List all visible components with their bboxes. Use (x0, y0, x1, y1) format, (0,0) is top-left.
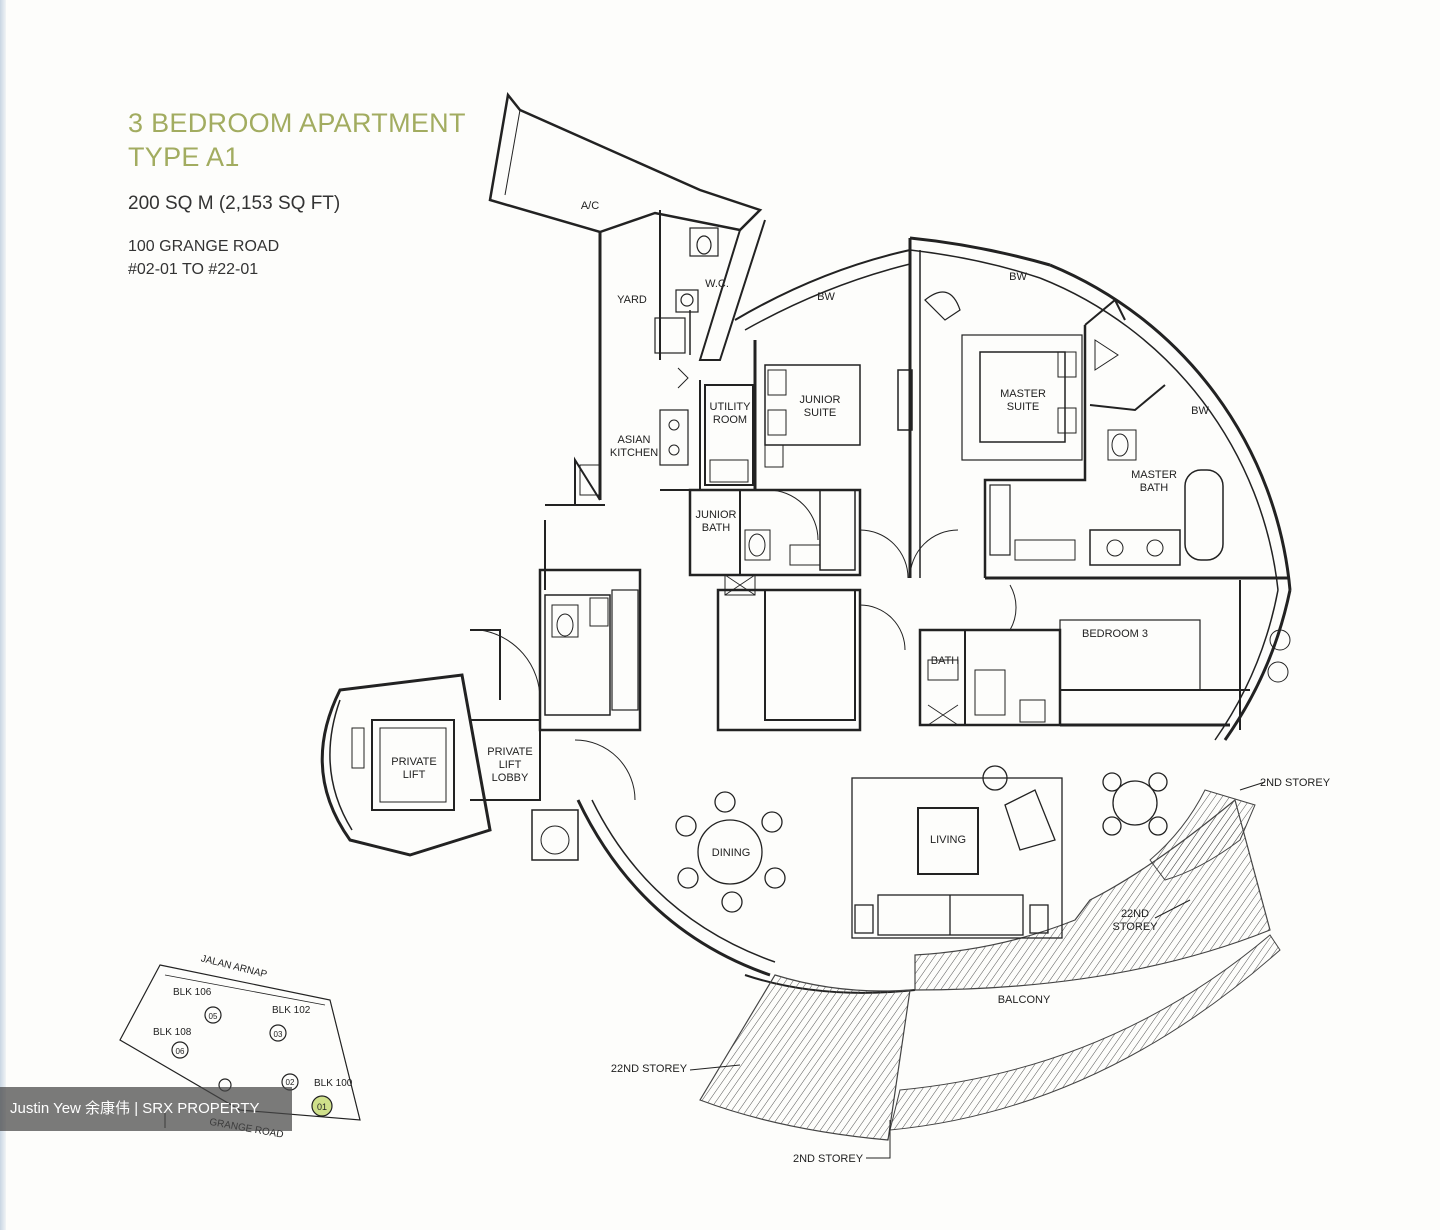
block-label: BLK 102 (272, 1005, 311, 1016)
master-bath-label: BATH (1140, 482, 1169, 494)
block-label: BLK 100 (314, 1078, 353, 1089)
unit-number: 03 (274, 1030, 283, 1039)
junior-bath-label: JUNIOR (696, 509, 737, 521)
dining-label: DINING (712, 847, 751, 859)
master-bath-label: MASTER (1131, 469, 1177, 481)
junior-bath-label: BATH (702, 522, 731, 534)
private-lift-label: PRIVATE (391, 756, 436, 768)
unit-number: 01 (317, 1102, 327, 1112)
lift-lobby-label: LIFT (499, 759, 522, 771)
block-label: BLK 106 (173, 987, 212, 998)
page-edge (0, 0, 6, 1230)
ac-label: A/C (581, 200, 599, 212)
bath-label: BATH (931, 655, 960, 667)
leader-lines (689, 781, 1266, 1159)
block-label: BLK 108 (153, 1027, 192, 1038)
plan-area: 200 SQ M (2,153 SQ FT) (128, 193, 341, 214)
second-storey-label: 2ND STOREY (1260, 777, 1331, 789)
central-rooms (479, 568, 906, 801)
bedroom-3-block (918, 580, 1291, 730)
unit-01-highlight (311, 1095, 333, 1117)
lift-lobby-label: LOBBY (492, 772, 529, 784)
service-wing (488, 92, 766, 506)
junior-suite-label: JUNIOR (800, 394, 841, 406)
22nd-storey-label: STOREY (1112, 921, 1158, 933)
asian-kitchen-label: ASIAN (617, 434, 650, 446)
address-line: 100 GRANGE ROAD (128, 238, 280, 255)
utility-room-label: ROOM (713, 414, 747, 426)
outer-walls (576, 236, 1292, 994)
street-label: JALAN ARNAP (200, 953, 269, 980)
living-set (851, 765, 1063, 939)
living-label: LIVING (930, 834, 966, 846)
master-suite-label: MASTER (1000, 388, 1046, 400)
dining-set (675, 791, 786, 913)
lift-lobby (320, 629, 579, 861)
unit-number: 02 (286, 1078, 295, 1087)
wc-label: W.C. (705, 278, 729, 290)
bw-label: BW (1009, 271, 1027, 283)
lift-lobby-label: PRIVATE (487, 746, 532, 758)
junior-suite-label: SUITE (804, 407, 836, 419)
22nd-storey-label: 22ND (1121, 908, 1149, 920)
junior-suite-block (688, 340, 959, 596)
22nd-storey-label: 22ND STOREY (611, 1063, 688, 1075)
balcony-slab (699, 789, 1281, 1141)
unit-number: 06 (176, 1047, 185, 1056)
bedroom-3-label: BEDROOM 3 (1082, 628, 1148, 640)
unit-range: #02-01 TO #22-01 (128, 261, 259, 278)
utility-room-label: UTILITY (710, 401, 752, 413)
plan-title: 3 BEDROOM APARTMENT (128, 108, 466, 138)
bw-label: BW (817, 291, 835, 303)
second-storey-label: 2ND STOREY (793, 1153, 864, 1165)
agent-watermark: Justin Yew 余康伟 | SRX PROPERTY (0, 1087, 292, 1131)
bw-label: BW (1191, 405, 1209, 417)
site-key-plan (119, 964, 361, 1128)
balcony-dining (1102, 772, 1168, 836)
asian-kitchen-label: KITCHEN (610, 447, 658, 459)
master-suite-block (908, 238, 1290, 580)
yard-label: YARD (617, 294, 647, 306)
balcony-label: BALCONY (998, 994, 1051, 1006)
plan-type: TYPE A1 (128, 142, 240, 172)
private-lift-label: LIFT (403, 769, 426, 781)
unit-number: 05 (209, 1012, 218, 1021)
master-suite-label: SUITE (1007, 401, 1039, 413)
